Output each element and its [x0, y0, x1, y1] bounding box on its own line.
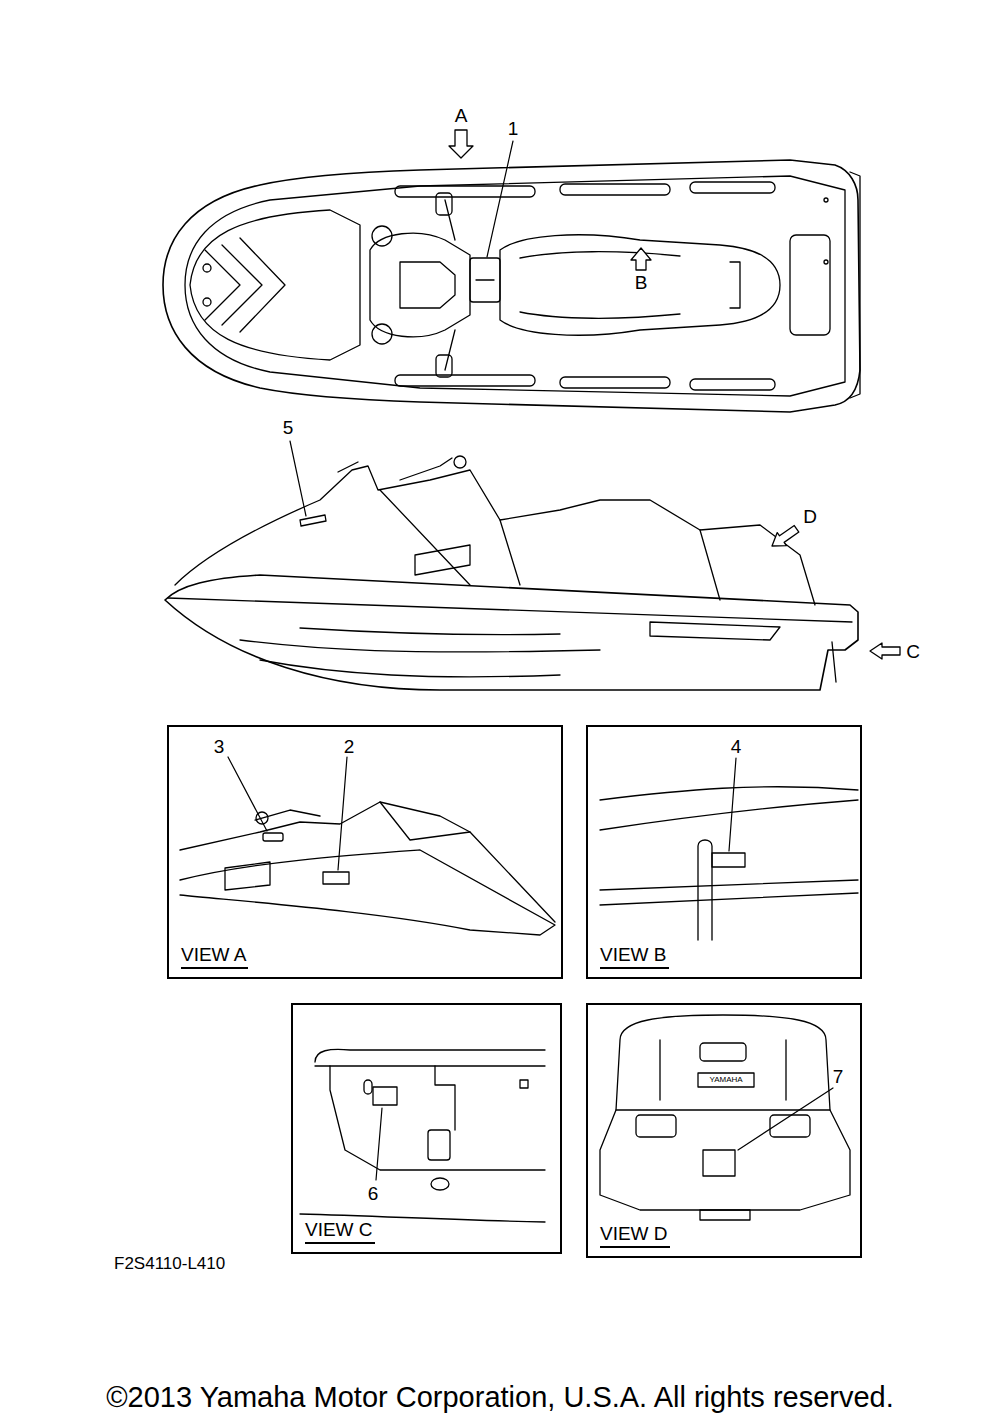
top-view — [163, 130, 860, 412]
copyright-caption: ©2013 Yamaha Motor Corporation, U.S.A. A… — [106, 1383, 894, 1412]
callout-number: 6 — [366, 1184, 381, 1203]
view-title: VIEW C — [305, 1219, 375, 1244]
part-code: F2S4110-L410 — [112, 1255, 227, 1272]
view-a-illustration — [180, 757, 555, 935]
callout-number: 1 — [506, 119, 521, 138]
view-title: VIEW A — [181, 944, 248, 969]
view-panel: VIEW B — [586, 725, 862, 979]
callout-number: 2 — [342, 737, 357, 756]
view-c-illustration — [300, 1049, 545, 1222]
view-b-illustration — [600, 758, 858, 940]
view-panel: VIEW D — [586, 1003, 862, 1258]
logo-text: YAMAHA — [707, 1076, 744, 1084]
view-title: VIEW D — [600, 1223, 670, 1248]
side-view — [165, 441, 900, 690]
view-d-illustration — [600, 1015, 850, 1220]
callout-number: 4 — [729, 737, 744, 756]
callout-number: 7 — [831, 1067, 846, 1086]
callout-number: D — [801, 507, 819, 526]
callout-number: A — [453, 106, 470, 125]
callout-number: C — [904, 642, 922, 661]
callout-number: 3 — [212, 737, 227, 756]
view-panel: VIEW C — [291, 1003, 562, 1254]
view-title: VIEW B — [600, 944, 669, 969]
view-panel: VIEW A — [167, 725, 563, 979]
callout-number: B — [633, 273, 650, 292]
callout-number: 5 — [281, 418, 296, 437]
